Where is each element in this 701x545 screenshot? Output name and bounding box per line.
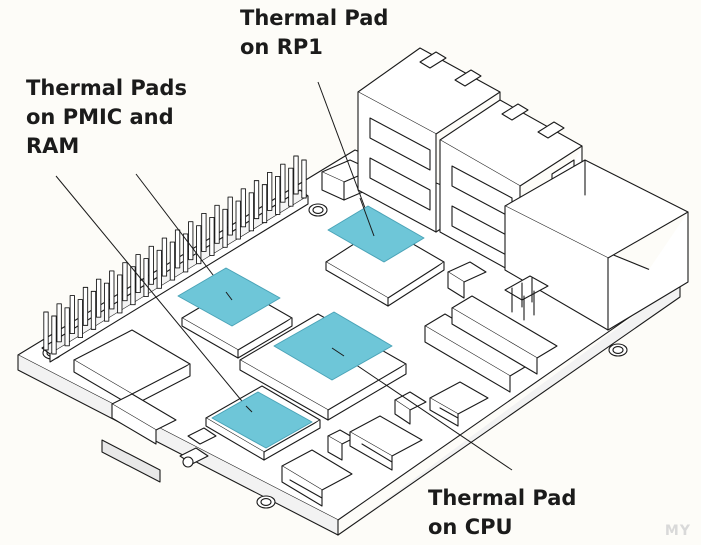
label-pmic-line3: RAM xyxy=(26,134,80,158)
gpio-pin xyxy=(275,175,281,215)
gpio-pin xyxy=(267,171,273,211)
gpio-pin xyxy=(148,245,154,285)
gpio-pin xyxy=(196,225,202,265)
ribbon-connectors xyxy=(424,295,558,393)
gpio-pin xyxy=(248,192,255,232)
gpio-pin xyxy=(135,254,141,293)
gpio-pin xyxy=(161,237,168,277)
gpio-pin xyxy=(288,167,294,207)
gpio-pin xyxy=(280,163,286,203)
thermal-pad-cpu xyxy=(211,391,313,449)
gpio-pin xyxy=(77,299,83,339)
label-thermal-pad-cpu: Thermal Pad on CPU xyxy=(428,484,576,542)
gpio-pin xyxy=(56,303,62,343)
gpio-pin xyxy=(240,188,247,228)
gpio-pin xyxy=(227,196,233,236)
gpio-pin xyxy=(122,262,128,302)
gpio-pin xyxy=(90,290,97,330)
gpio-pin xyxy=(51,315,57,355)
ethernet-port xyxy=(504,159,689,331)
gpio-pin xyxy=(82,286,89,326)
label-cpu-line1: Thermal Pad xyxy=(428,486,577,510)
gpio-pin xyxy=(69,295,75,335)
label-pmic-line1: Thermal Pads xyxy=(26,76,187,100)
gpio-pins xyxy=(43,155,307,355)
label-thermal-pads-pmic-ram: Thermal Pads on PMIC and RAM xyxy=(26,74,187,161)
leader-lines xyxy=(55,81,513,471)
thermal-pad-pmic xyxy=(177,267,281,327)
gpio-pin xyxy=(109,270,115,310)
label-rp1-line2: on RP1 xyxy=(240,35,323,59)
poe-header xyxy=(504,275,549,321)
label-thermal-pad-rp1: Thermal Pad on RP1 xyxy=(240,4,388,62)
gpio-pin xyxy=(188,221,194,261)
leader-line-ram xyxy=(55,175,247,407)
gpio-pin xyxy=(182,233,189,273)
gpio-pin xyxy=(95,278,102,318)
label-pmic-line2: on PMIC and xyxy=(26,105,174,129)
gpio-pin xyxy=(209,217,215,256)
thermal-pad-ram xyxy=(273,311,393,381)
gpio-pin xyxy=(169,241,176,281)
leader-line-cpu xyxy=(339,353,513,471)
gpio-pin xyxy=(103,282,110,322)
gpio-pin xyxy=(43,311,49,351)
gpio-pin xyxy=(293,155,299,195)
gpio-pin xyxy=(130,266,136,306)
gpio-pin xyxy=(222,208,228,248)
label-cpu-line2: on CPU xyxy=(428,515,513,539)
gpio-pin xyxy=(301,159,307,199)
thermal-pad-rp1 xyxy=(327,205,425,263)
gpio-pin xyxy=(117,274,123,314)
leader-line-pmic xyxy=(135,173,227,293)
gpio-pin xyxy=(156,249,162,289)
gpio-pin xyxy=(253,180,260,220)
label-rp1-line1: Thermal Pad xyxy=(240,6,389,30)
gpio-pin xyxy=(174,229,181,269)
gpio-pin xyxy=(143,258,149,297)
gpio-pin xyxy=(201,213,207,252)
leader-line-rp1 xyxy=(317,81,375,233)
watermark: MY xyxy=(664,523,691,539)
gpio-pin xyxy=(214,204,220,244)
gpio-pin xyxy=(261,184,268,224)
gpio-pin xyxy=(235,200,241,240)
rp1-side-chip xyxy=(447,261,487,283)
left-chip xyxy=(73,329,191,407)
front-ports xyxy=(281,381,489,507)
fpc-connector xyxy=(101,393,177,483)
gpio-pin xyxy=(64,307,70,347)
